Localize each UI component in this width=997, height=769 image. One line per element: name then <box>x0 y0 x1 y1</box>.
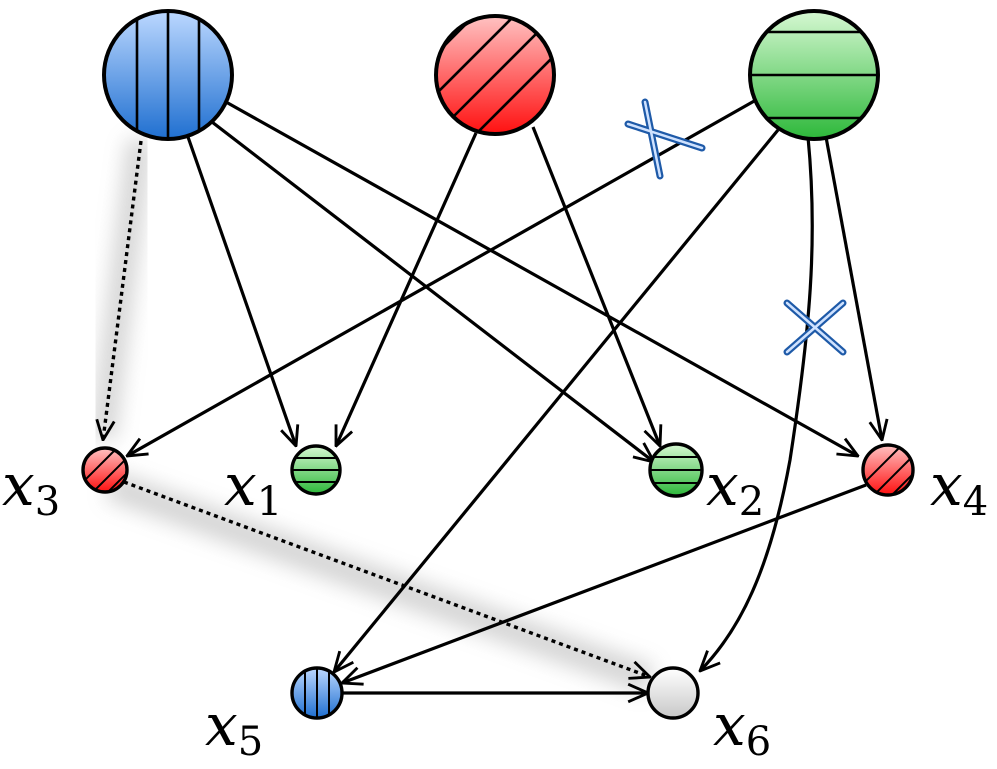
edge-Lred-x2 <box>531 126 660 446</box>
label-x1: x1 <box>224 451 282 525</box>
label-x6: x6 <box>713 691 771 765</box>
edge-Lblue-x2 <box>211 120 654 462</box>
cross-marks <box>624 98 847 356</box>
node-x1 <box>290 444 342 496</box>
edge-Lgreen-x5 <box>334 128 780 672</box>
label-x2: x2 <box>706 451 764 525</box>
edge-Lgreen-x3 <box>127 98 757 456</box>
node-labels: x3 x1 x2 x4 x5 x6 <box>2 451 988 765</box>
latent-node-green <box>748 9 880 141</box>
label-x4: x4 <box>930 451 988 525</box>
edge-Lblue-x3 <box>103 140 143 440</box>
latent-node-blue <box>102 9 234 141</box>
edge-Lred-x1 <box>334 132 478 446</box>
node-x5 <box>290 666 344 720</box>
edge-Lblue-x1 <box>186 136 296 446</box>
node-x3 <box>81 446 129 494</box>
latent-node-red <box>434 14 556 136</box>
edges <box>103 98 882 693</box>
edge-Lgreen-x6 <box>700 136 814 671</box>
edge-x4-x5 <box>342 483 867 683</box>
label-x3: x3 <box>2 451 60 525</box>
edge-Lblue-x4 <box>225 100 858 456</box>
cross-mark-icon <box>783 299 847 356</box>
label-x5: x5 <box>205 691 263 765</box>
node-x6 <box>646 666 700 720</box>
edge-x3-x6 <box>123 480 650 677</box>
node-x2 <box>648 442 704 498</box>
node-x4 <box>861 443 915 497</box>
edge-Lgreen-x4 <box>824 136 882 440</box>
cross-mark-icon <box>624 98 706 180</box>
